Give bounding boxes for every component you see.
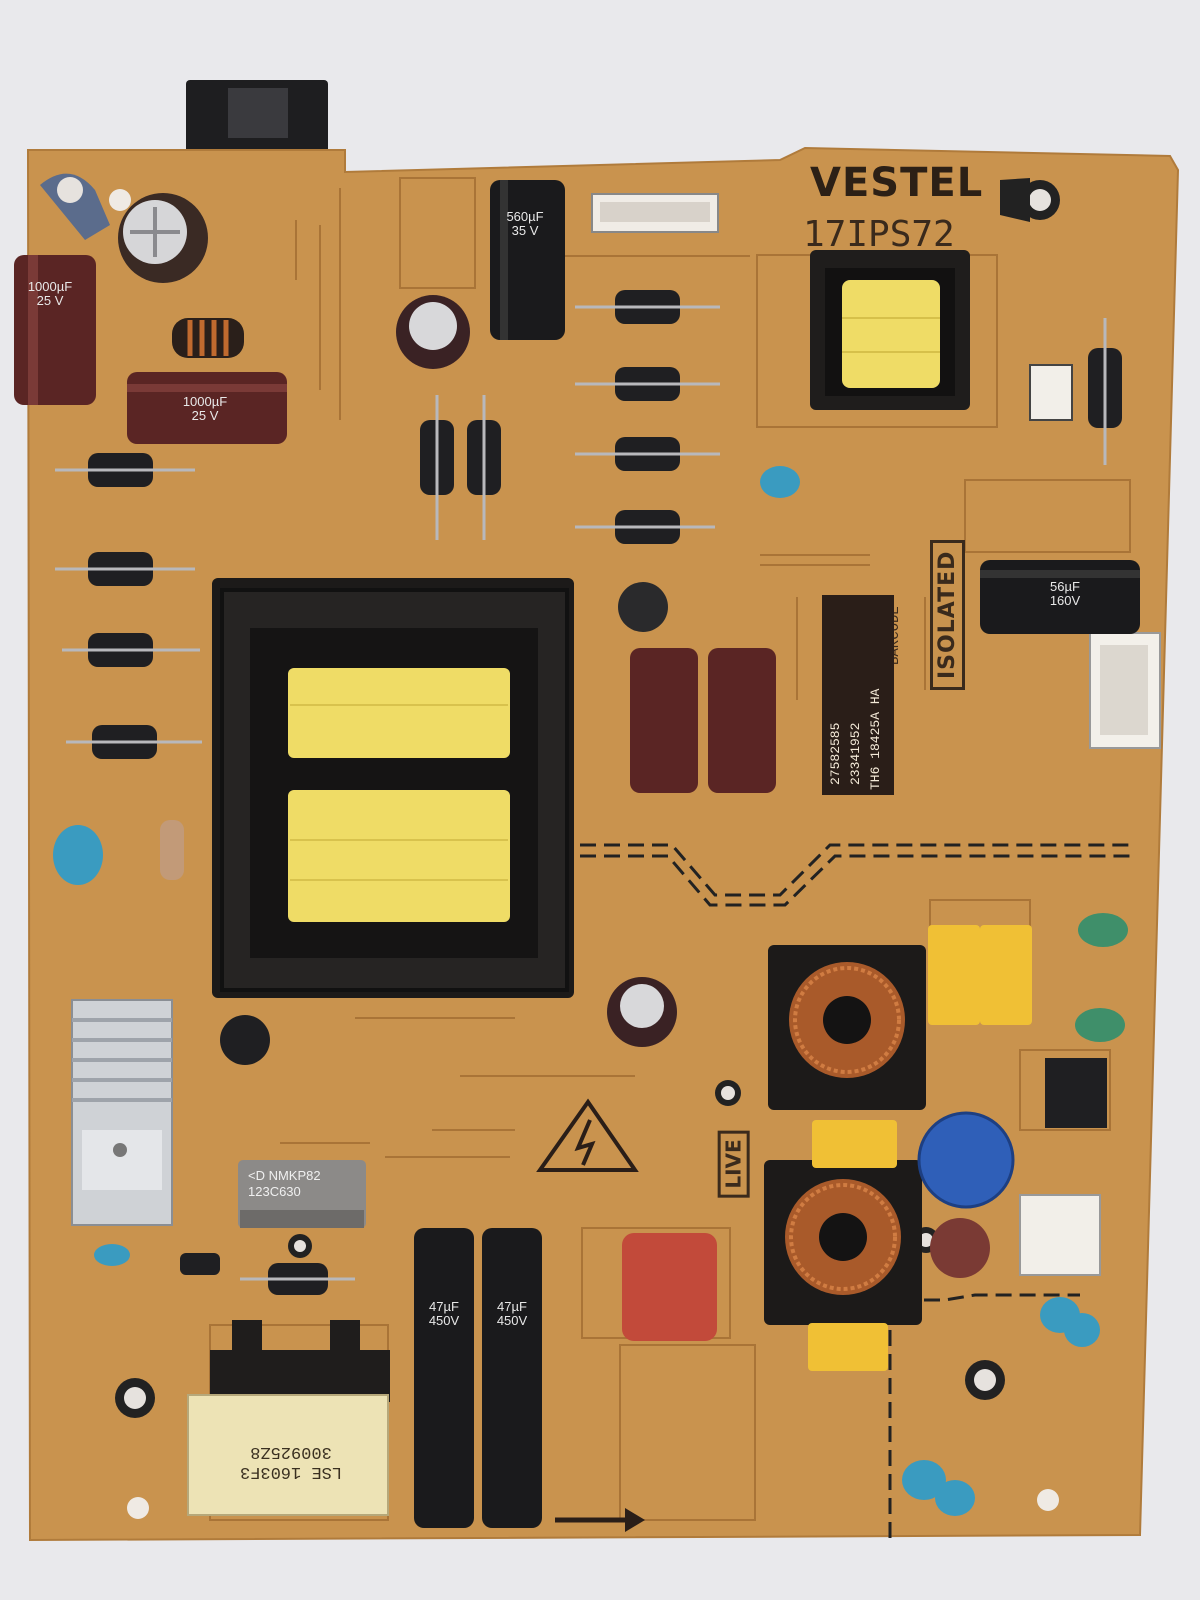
connector-cn (591, 193, 719, 233)
small-capacitor-mid (396, 295, 470, 369)
diode-leads (55, 305, 1107, 1281)
mosfet (1045, 1058, 1107, 1128)
inductor (172, 318, 244, 358)
aux-transformer (810, 250, 970, 410)
rectifier-bridge (1029, 364, 1073, 421)
y-capacitor (53, 466, 1128, 1516)
x-capacitor (808, 925, 1032, 1371)
sticker-line-3: TH6 18425A HA (868, 688, 883, 790)
resistor (160, 820, 184, 880)
capacitor-47uf-left (414, 1228, 474, 1528)
common-mode-choke-top (768, 945, 926, 1110)
mounting-hole (40, 173, 1060, 1519)
common-mode-choke-bottom (764, 1160, 922, 1325)
small-capacitor-top (118, 193, 208, 283)
isolated-mark: ISOLATED (930, 539, 965, 690)
capacitor-1000uf-horizontal (127, 372, 287, 444)
isolation-boundary (580, 843, 1135, 1540)
capacitor-1000uf-left (14, 255, 96, 405)
sticker-line-2: 23341952 (848, 722, 863, 785)
relay (238, 1160, 366, 1228)
diode (88, 290, 1122, 1295)
small-inductor (220, 1015, 270, 1065)
heatsink (71, 999, 173, 1226)
arrow-icon (555, 1508, 645, 1532)
board-model: 17IPS72 (803, 214, 955, 255)
fuse-holder (930, 1218, 990, 1278)
standby-transformer (187, 1320, 390, 1516)
transistor (618, 582, 668, 632)
film-capacitor (622, 1233, 717, 1341)
capacitor-560uf (490, 180, 565, 340)
capacitor-56uf (980, 560, 1140, 634)
high-voltage-warning-icon (536, 1098, 639, 1172)
capacitor-maroon-pair (630, 648, 776, 793)
barcode-sticker: 27582585 23341952 TH6 18425A HA (822, 595, 894, 795)
sticker-line-1: 27582585 (828, 722, 843, 785)
live-mark: LIVE (717, 1130, 750, 1198)
connector-right (1019, 632, 1161, 1276)
varistor (917, 1111, 1015, 1209)
main-transformer (212, 578, 574, 998)
brand-logo: VESTEL (810, 160, 984, 206)
small-capacitor-lower (607, 977, 677, 1047)
capacitor-47uf-right (482, 1228, 542, 1528)
